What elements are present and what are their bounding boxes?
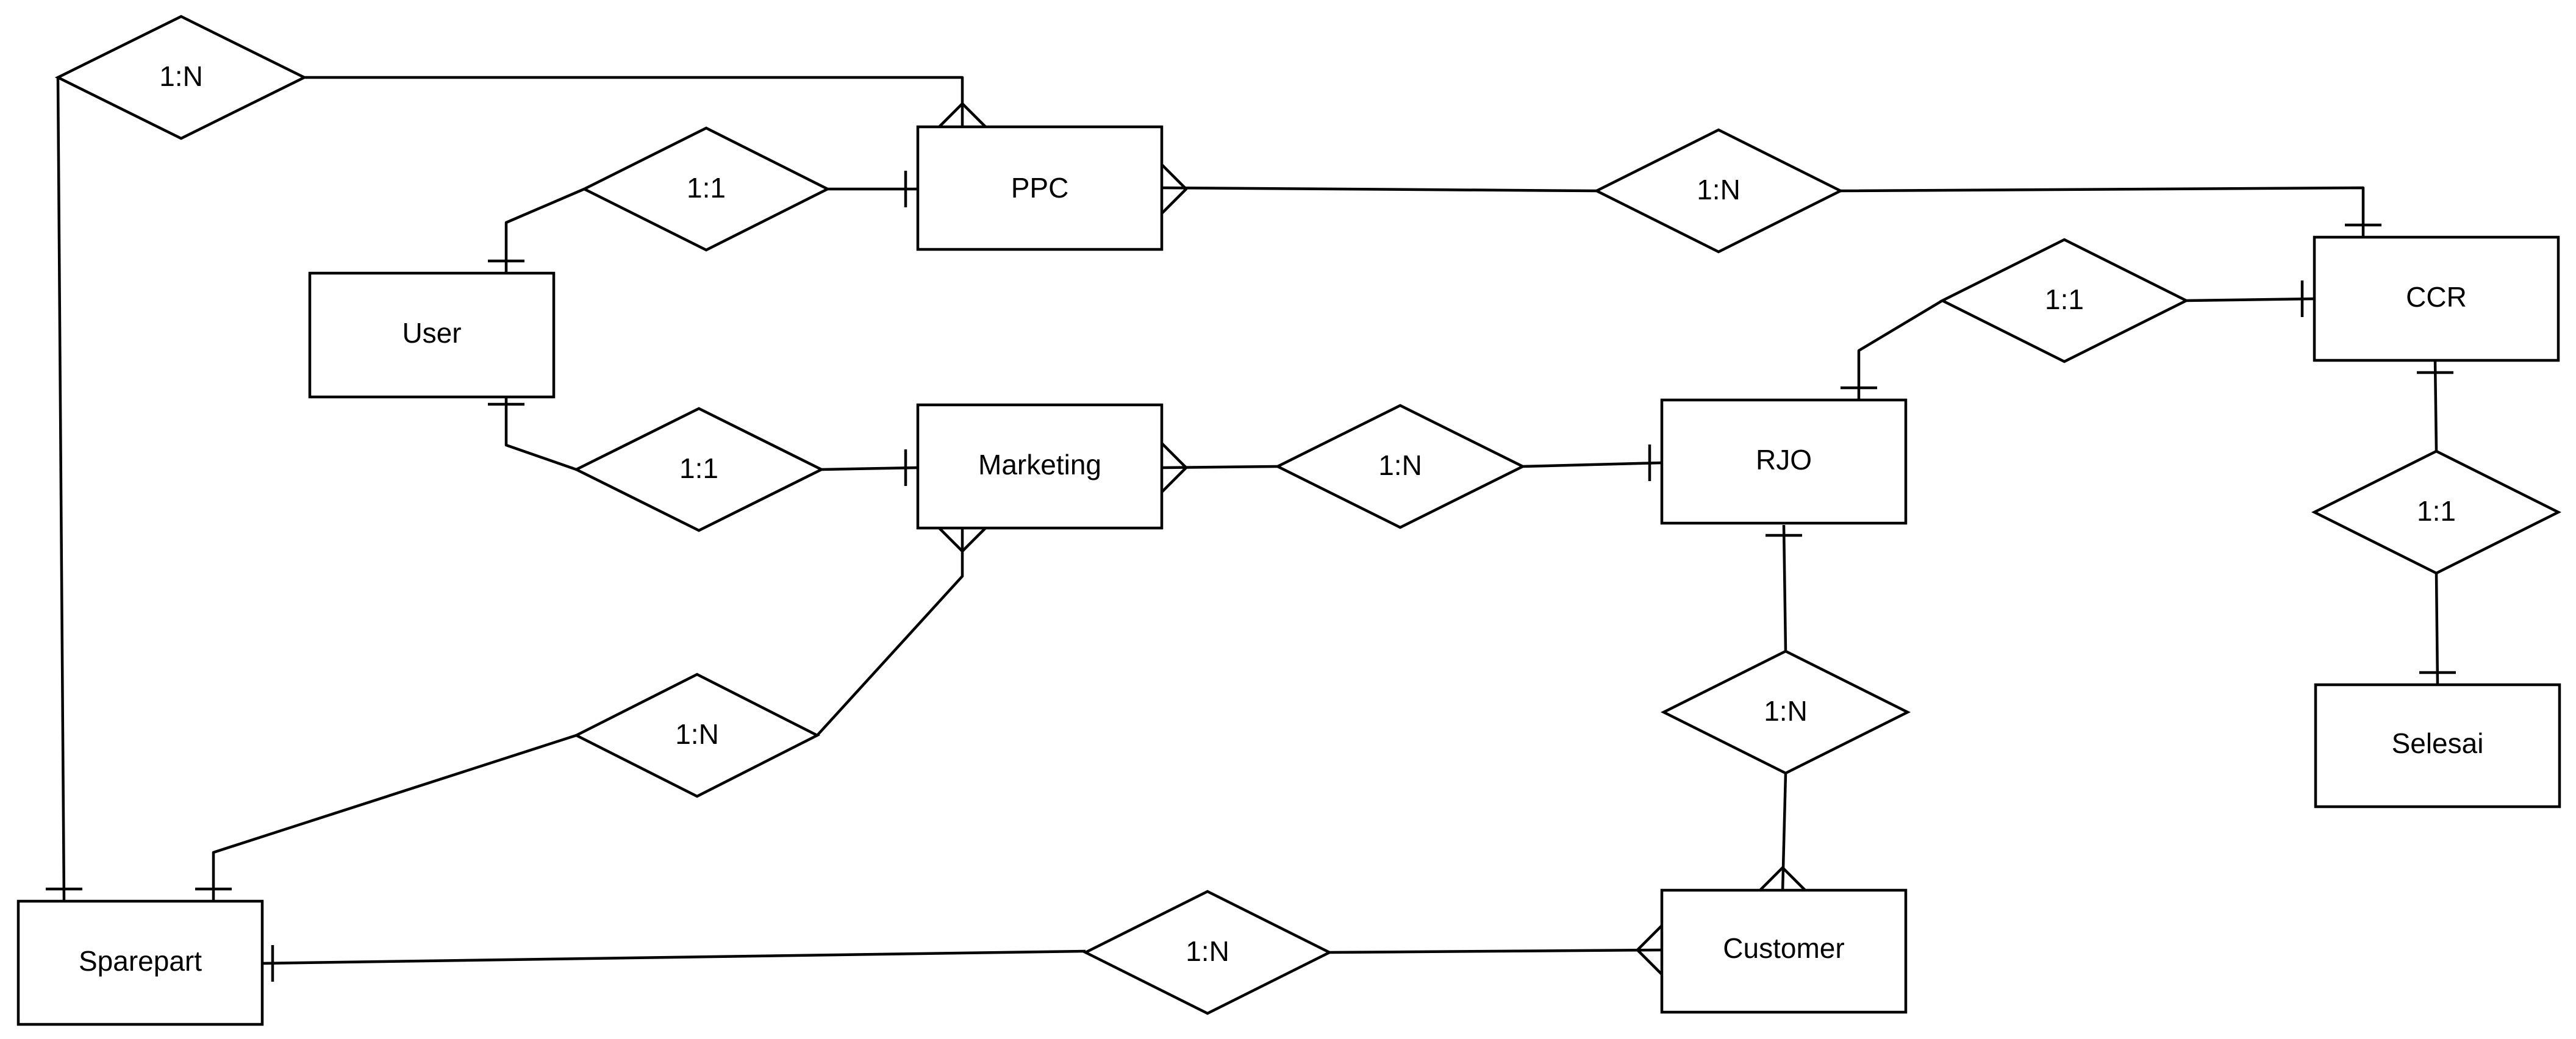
- many-marker-ppc-top: [938, 102, 987, 128]
- edge-ccr-rel-ccr-selesai: [2433, 360, 2438, 452]
- relationship-user-ppc-label: 1:1: [687, 172, 726, 204]
- entity-customer[interactable]: Customer: [1660, 888, 1908, 1014]
- edge-rel-user-marketing-marketing: [821, 466, 918, 471]
- entity-marketing-label: Marketing: [978, 449, 1101, 480]
- cardinality-markers: [46, 102, 2456, 982]
- relationship-user-ppc[interactable]: 1:1: [581, 126, 831, 252]
- entity-selesai-label: Selesai: [2392, 727, 2484, 759]
- many-marker-marketing-bottom: [938, 527, 987, 553]
- relationship-marketing-rjo[interactable]: 1:N: [1274, 404, 1526, 529]
- edge-rjo-rel-rjo-ccr: [1857, 299, 1944, 400]
- edge-sparepart-rel-sparepart-customer: [260, 949, 1086, 965]
- edge-rel-sparepart-ppc-ppc: [304, 76, 964, 127]
- relationship-user-marketing-label: 1:1: [679, 452, 718, 484]
- edge-rel-ppc-ccr-ccr: [1840, 186, 2365, 237]
- entity-rjo[interactable]: RJO: [1660, 398, 1908, 525]
- relationship-rjo-ccr[interactable]: 1:1: [1939, 238, 2190, 363]
- relationship-sparepart-ppc[interactable]: 1:N: [54, 15, 308, 140]
- entity-sparepart-label: Sparepart: [79, 945, 202, 977]
- entity-rjo-label: RJO: [1756, 444, 1812, 476]
- edge-rel-ccr-selesai-selesai: [2435, 573, 2439, 685]
- relationship-user-marketing[interactable]: 1:1: [573, 407, 825, 532]
- many-marker-marketing-right: [1161, 442, 1188, 493]
- entity-ccr[interactable]: CCR: [2313, 235, 2560, 362]
- entity-selesai[interactable]: Selesai: [2314, 683, 2561, 809]
- relationship-rjo-customer[interactable]: 1:N: [1660, 649, 1911, 775]
- edge-rel-marketing-sparepart-sparepart: [212, 734, 577, 901]
- entity-marketing[interactable]: Marketing: [916, 403, 1164, 530]
- relationship-ppc-ccr-label: 1:N: [1697, 174, 1741, 205]
- edge-rjo-rel-rjo-customer: [1782, 524, 1787, 652]
- relationship-marketing-sparepart-label: 1:N: [675, 718, 719, 750]
- relationship-sparepart-customer-label: 1:N: [1186, 935, 1229, 967]
- many-marker-customer-top: [1757, 866, 1808, 893]
- entity-sparepart[interactable]: Sparepart: [16, 899, 264, 1026]
- entity-customer-label: Customer: [1723, 932, 1844, 964]
- edge-sparepart-rel-sparepart-ppc: [56, 77, 66, 902]
- connections: [56, 76, 2439, 965]
- many-marker-customer-left: [1636, 924, 1663, 976]
- relationship-sparepart-ppc-label: 1:N: [159, 60, 203, 92]
- entity-ppc[interactable]: PPC: [916, 125, 1164, 251]
- edge-rel-marketing-rjo-rjo: [1522, 461, 1662, 468]
- edge-user-rel-user-marketing: [504, 397, 577, 471]
- entity-user[interactable]: User: [308, 271, 556, 399]
- edge-ppc-rel-ppc-ccr: [1161, 186, 1597, 193]
- relationship-marketing-rjo-label: 1:N: [1378, 449, 1422, 481]
- edge-marketing-rel-marketing-sparepart: [816, 528, 964, 737]
- edge-user-rel-user-ppc: [504, 187, 585, 273]
- entity-ppc-label: PPC: [1011, 172, 1069, 204]
- relationship-ccr-selesai-label: 1:1: [2417, 495, 2456, 527]
- entity-user-label: User: [402, 317, 461, 349]
- relationship-marketing-sparepart[interactable]: 1:N: [573, 673, 820, 798]
- relationship-sparepart-customer[interactable]: 1:N: [1082, 890, 1333, 1015]
- edge-rel-sparepart-customer-customer: [1329, 948, 1662, 954]
- relationship-ccr-selesai[interactable]: 1:1: [2311, 449, 2562, 575]
- entity-ccr-label: CCR: [2406, 281, 2467, 313]
- many-marker-ppc-right: [1161, 163, 1188, 215]
- edge-marketing-rel-marketing-rjo: [1161, 465, 1278, 470]
- relationship-rjo-customer-label: 1:N: [1764, 695, 1808, 727]
- relationship-ppc-ccr[interactable]: 1:N: [1593, 128, 1844, 254]
- edge-rel-rjo-ccr-ccr: [2186, 297, 2315, 302]
- relationship-rjo-ccr-label: 1:1: [2045, 284, 2084, 315]
- edge-rel-rjo-customer-customer: [1781, 773, 1787, 893]
